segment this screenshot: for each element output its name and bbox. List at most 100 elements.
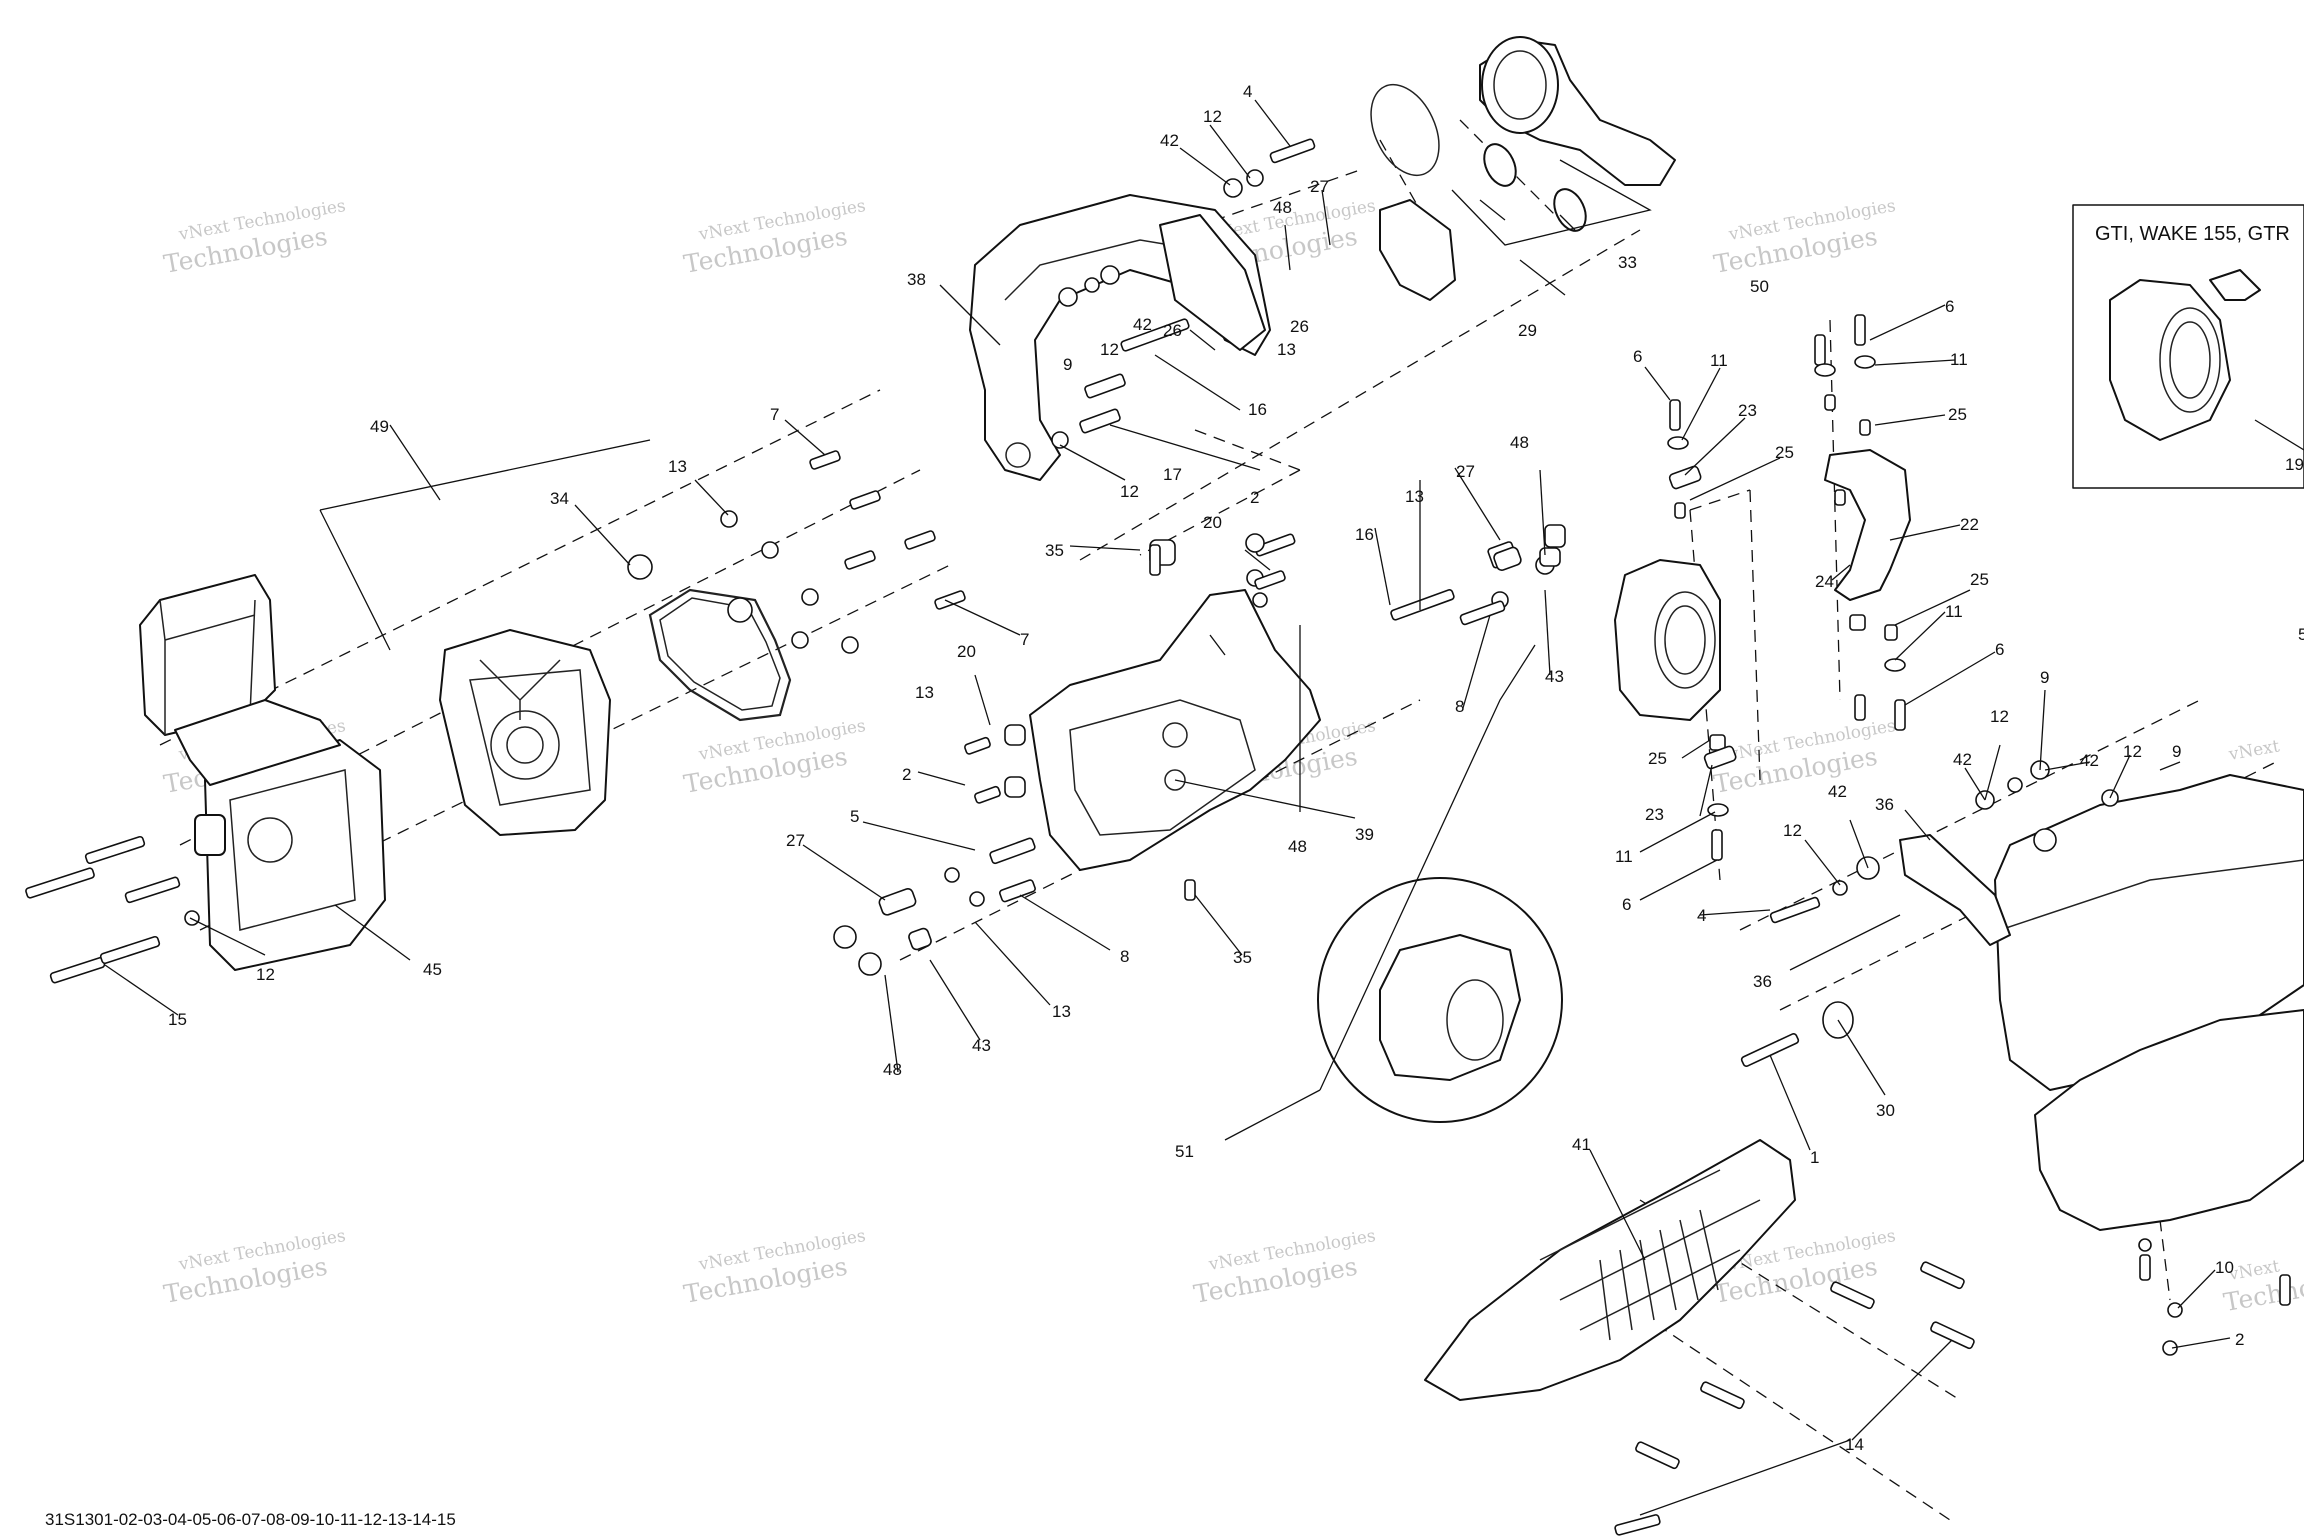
callout-label: 12 bbox=[1120, 482, 1139, 501]
callout-label: 4 bbox=[1243, 82, 1252, 101]
callout-label: 36 bbox=[1753, 972, 1772, 991]
watermark: vNext Technologies Technologies bbox=[1712, 716, 1898, 799]
callout-label: 13 bbox=[1405, 487, 1424, 506]
callout-label: 26 bbox=[1290, 317, 1309, 336]
callout-label: 48 bbox=[1510, 433, 1529, 452]
callout-label: 20 bbox=[957, 642, 976, 661]
callout-label: 11 bbox=[1710, 351, 1728, 370]
callout-label: 38 bbox=[907, 270, 926, 289]
nozzle-housing bbox=[1614, 559, 1721, 721]
reverse-gate bbox=[1994, 774, 2304, 1231]
callout-label: 39 bbox=[1355, 825, 1374, 844]
callout-label: 15 bbox=[168, 1010, 187, 1029]
callout-label: 24 bbox=[1815, 572, 1834, 591]
callout-label: 42 bbox=[1160, 131, 1179, 150]
callout-label: 6 bbox=[1633, 347, 1642, 366]
callout-label: 6 bbox=[1995, 640, 2004, 659]
callout-label: 23 bbox=[1738, 401, 1757, 420]
leader-lines bbox=[104, 99, 2231, 1516]
callout-label: 20 bbox=[1203, 513, 1222, 532]
callout-label: 29 bbox=[1518, 321, 1537, 340]
watermark: vNext Technologies bbox=[2221, 1256, 2304, 1317]
callout-label: 13 bbox=[1052, 1002, 1071, 1021]
callout-label: 12 bbox=[1100, 340, 1119, 359]
steering-bracket bbox=[1824, 449, 1911, 601]
callout-label: 8 bbox=[1455, 697, 1464, 716]
callout-label: 2 bbox=[902, 765, 911, 784]
callout-label: 23 bbox=[1645, 805, 1664, 824]
callout-label: 5 bbox=[2298, 625, 2304, 644]
callout-label: 16 bbox=[1248, 400, 1267, 419]
callout-label: 9 bbox=[2172, 742, 2181, 761]
callout-label: 12 bbox=[2123, 742, 2142, 761]
callout-label: 11 bbox=[1615, 847, 1633, 866]
watermark: vNext Technologies Technologies bbox=[162, 196, 348, 279]
callout-label: 19 bbox=[2285, 455, 2304, 474]
callout-label: 48 bbox=[1273, 198, 1292, 217]
callout-label: 10 bbox=[2215, 1258, 2234, 1277]
callout-label: 27 bbox=[1456, 462, 1475, 481]
callout-label: 25 bbox=[1775, 443, 1794, 462]
watermark: vNext bbox=[2226, 736, 2281, 765]
callout-label: 30 bbox=[1876, 1101, 1895, 1120]
callout-label: 9 bbox=[1063, 355, 1072, 374]
variant-inset: GTI, WAKE 155, GTR 19 bbox=[2072, 204, 2304, 489]
callout-label: 12 bbox=[256, 965, 275, 984]
part-code-label: 31S1301-02-03-04-05-06-07-08-09-10-11-12… bbox=[45, 1510, 456, 1529]
watermark: vNext Technologies Technologies bbox=[682, 1226, 868, 1309]
callout-label: 12 bbox=[1990, 707, 2009, 726]
lower-frame bbox=[1029, 589, 1321, 871]
callout-label: 33 bbox=[1618, 253, 1637, 272]
callout-label: 13 bbox=[668, 457, 687, 476]
callout-label: 13 bbox=[915, 683, 934, 702]
callout-label: 25 bbox=[1970, 570, 1989, 589]
callout-label: 48 bbox=[883, 1060, 902, 1079]
inset-title: GTI, WAKE 155, GTR bbox=[2095, 223, 2290, 245]
callout-label: 42 bbox=[1828, 782, 1847, 801]
callout-label: 7 bbox=[1020, 630, 1029, 649]
callout-label: 51 bbox=[1175, 1142, 1194, 1161]
callout-label: 1 bbox=[1810, 1148, 1819, 1167]
callout-label: 27 bbox=[786, 831, 805, 850]
upper-bracket bbox=[969, 194, 1271, 481]
fasteners bbox=[25, 138, 2291, 1536]
intake-grate bbox=[1424, 1139, 1796, 1401]
callout-label: 6 bbox=[1945, 297, 1954, 316]
actuator-motor-assembly bbox=[139, 574, 386, 971]
callout-label: 5 bbox=[850, 807, 859, 826]
callout-label: 34 bbox=[550, 489, 569, 508]
callout-label: 6 bbox=[1622, 895, 1631, 914]
callout-label: 12 bbox=[1783, 821, 1802, 840]
callout-label: 43 bbox=[1545, 667, 1564, 686]
callout-label: 2 bbox=[1250, 488, 1259, 507]
callout-label: 42 bbox=[1953, 750, 1972, 769]
callout-label: 14 bbox=[1845, 1435, 1864, 1454]
detail-view-circle bbox=[1317, 877, 1563, 1123]
callout-label: 25 bbox=[1648, 749, 1667, 768]
callout-label: 8 bbox=[1120, 947, 1129, 966]
callout-label: 7 bbox=[770, 405, 779, 424]
watermark: vNext Technologies Technologies bbox=[682, 196, 868, 279]
callout-label: 42 bbox=[1133, 315, 1152, 334]
watermark: vNext Technologies Technologies bbox=[1712, 196, 1898, 279]
callout-label: 11 bbox=[1945, 602, 1963, 621]
pump-housing-top bbox=[1370, 36, 1676, 301]
callout-label: 16 bbox=[1355, 525, 1374, 544]
gear-housing bbox=[439, 629, 611, 836]
callout-label: 35 bbox=[1045, 541, 1064, 560]
callout-label: 26 bbox=[1163, 321, 1182, 340]
callout-label: 9 bbox=[2040, 668, 2049, 687]
watermark: vNext Technologies Technologies bbox=[1192, 1226, 1378, 1309]
callouts: 4 12 42 48 27 33 50 29 38 9 12 42 26 26 … bbox=[168, 82, 2304, 1454]
callout-label: 42 bbox=[2080, 751, 2099, 770]
callout-label: 25 bbox=[1948, 405, 1967, 424]
callout-label: 13 bbox=[1277, 340, 1296, 359]
callout-label: 45 bbox=[423, 960, 442, 979]
callout-label: 22 bbox=[1960, 515, 1979, 534]
callout-label: 36 bbox=[1875, 795, 1894, 814]
callout-label: 35 bbox=[1233, 948, 1252, 967]
callout-label: 4 bbox=[1697, 906, 1706, 925]
swing-arm bbox=[1899, 834, 2011, 946]
callout-label: 12 bbox=[1203, 107, 1222, 126]
